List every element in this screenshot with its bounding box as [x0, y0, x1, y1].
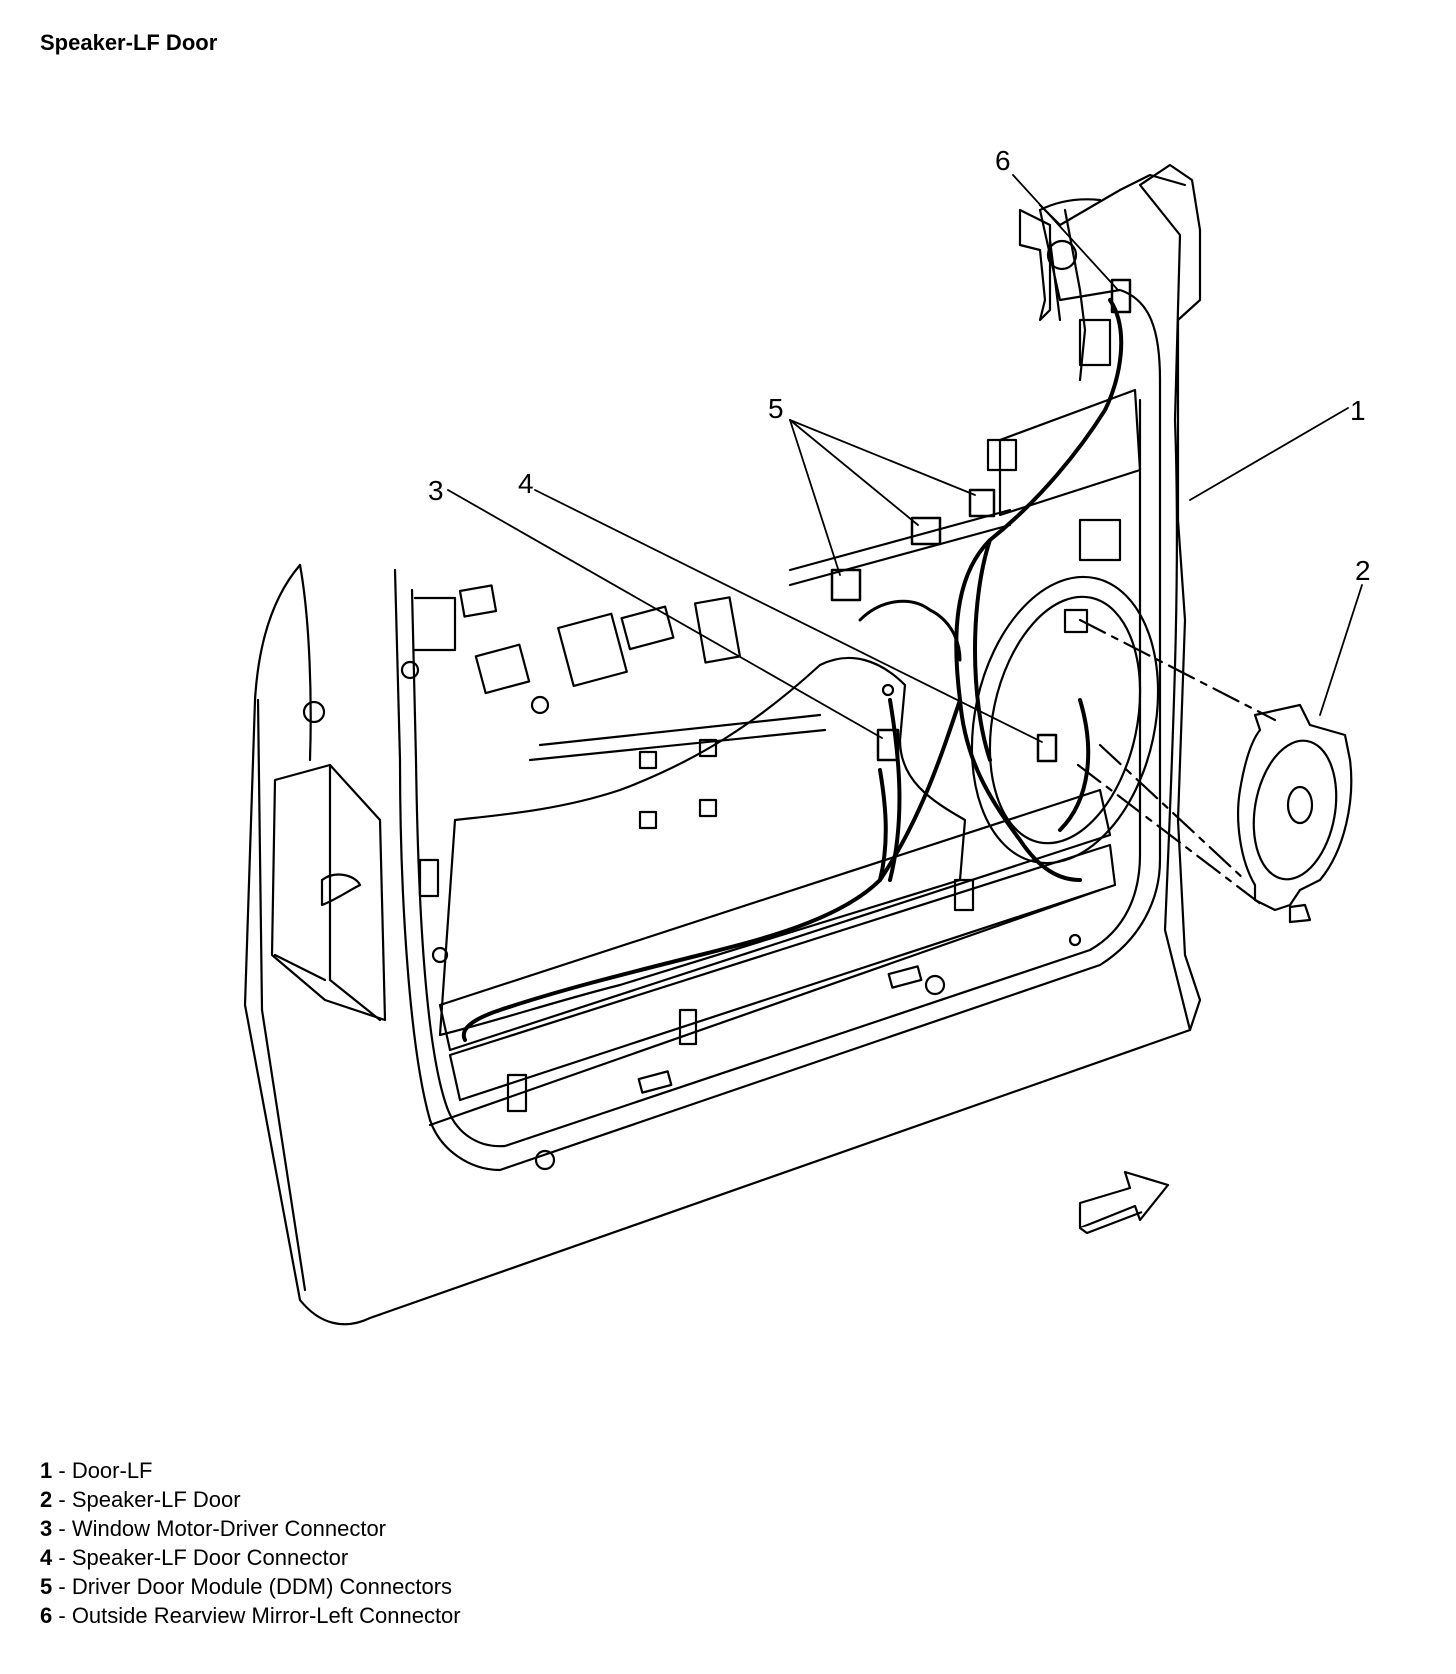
legend-number: 6	[40, 1603, 53, 1628]
legend-separator: -	[52, 1603, 72, 1628]
speaker-door-connector	[1036, 733, 1058, 763]
speaker-dashed-guide-lower	[1076, 763, 1264, 907]
legend-item: 4 - Speaker-LF Door Connector	[40, 1543, 461, 1572]
legend-number: 1	[40, 1458, 53, 1483]
window-frame	[1038, 173, 1187, 382]
legend-separator: -	[52, 1458, 72, 1483]
leader-4	[534, 489, 1043, 743]
callout-2: 2	[1355, 555, 1371, 586]
door-outer-outline	[243, 163, 1202, 1326]
leader-6	[1012, 174, 1119, 291]
leader-3	[447, 489, 883, 739]
access-hole	[438, 656, 967, 1037]
legend-number: 4	[40, 1545, 53, 1570]
legend-separator: -	[52, 1574, 72, 1599]
legend-item: 1 - Door-LF	[40, 1456, 461, 1485]
legend: 1 - Door-LF 2 - Speaker-LF Door 3 - Wind…	[40, 1456, 461, 1630]
legend-number: 2	[40, 1487, 53, 1512]
window-motor-connector	[876, 728, 900, 762]
hinge-block	[270, 763, 387, 1022]
leader-2	[1319, 584, 1363, 716]
legend-separator: -	[52, 1487, 72, 1512]
legend-label: Door-LF	[71, 1458, 153, 1483]
callout-5: 5	[768, 393, 784, 424]
speaker-dashed-guide-upper	[1078, 618, 1277, 722]
speaker-icon	[1237, 703, 1353, 912]
mirror-hole	[1046, 239, 1078, 271]
door-inner-frame	[393, 198, 1162, 1172]
ddm-connector-c	[968, 488, 996, 518]
leader-5a	[789, 419, 841, 576]
diagram-title: Speaker-LF Door	[40, 30, 218, 55]
legend-item: 5 - Driver Door Module (DDM) Connectors	[40, 1572, 461, 1601]
legend-separator: -	[52, 1545, 72, 1570]
wiring-harness	[461, 298, 1124, 1042]
ddm-connector-a	[830, 568, 862, 602]
legend-label: Speaker-LF Door	[71, 1487, 241, 1512]
door-diagram: 1 2 3 4 5 6	[243, 145, 1371, 1326]
door-front-edge	[256, 563, 312, 1292]
speaker-dashed-guide-mid	[1098, 743, 1247, 882]
legend-label: Outside Rearview Mirror-Left Connector	[71, 1603, 461, 1628]
legend-label: Speaker-LF Door Connector	[71, 1545, 349, 1570]
leader-1	[1189, 407, 1349, 501]
callout-4: 4	[518, 468, 534, 499]
legend-label: Window Motor-Driver Connector	[71, 1516, 387, 1541]
ddm-connector-b	[910, 516, 942, 546]
leader-5b	[789, 419, 919, 526]
mirror-connector	[1110, 278, 1132, 314]
callout-6: 6	[995, 145, 1011, 176]
legend-item: 6 - Outside Rearview Mirror-Left Connect…	[40, 1601, 461, 1630]
callout-1: 1	[1350, 395, 1366, 426]
direction-arrow-icon	[1078, 1170, 1170, 1235]
legend-label: Driver Door Module (DDM) Connectors	[71, 1574, 453, 1599]
legend-separator: -	[52, 1516, 72, 1541]
legend-number: 3	[40, 1516, 53, 1541]
legend-item: 2 - Speaker-LF Door	[40, 1485, 461, 1514]
legend-item: 3 - Window Motor-Driver Connector	[40, 1514, 461, 1543]
callout-3: 3	[428, 475, 444, 506]
leader-5c	[789, 419, 976, 496]
legend-number: 5	[40, 1574, 53, 1599]
